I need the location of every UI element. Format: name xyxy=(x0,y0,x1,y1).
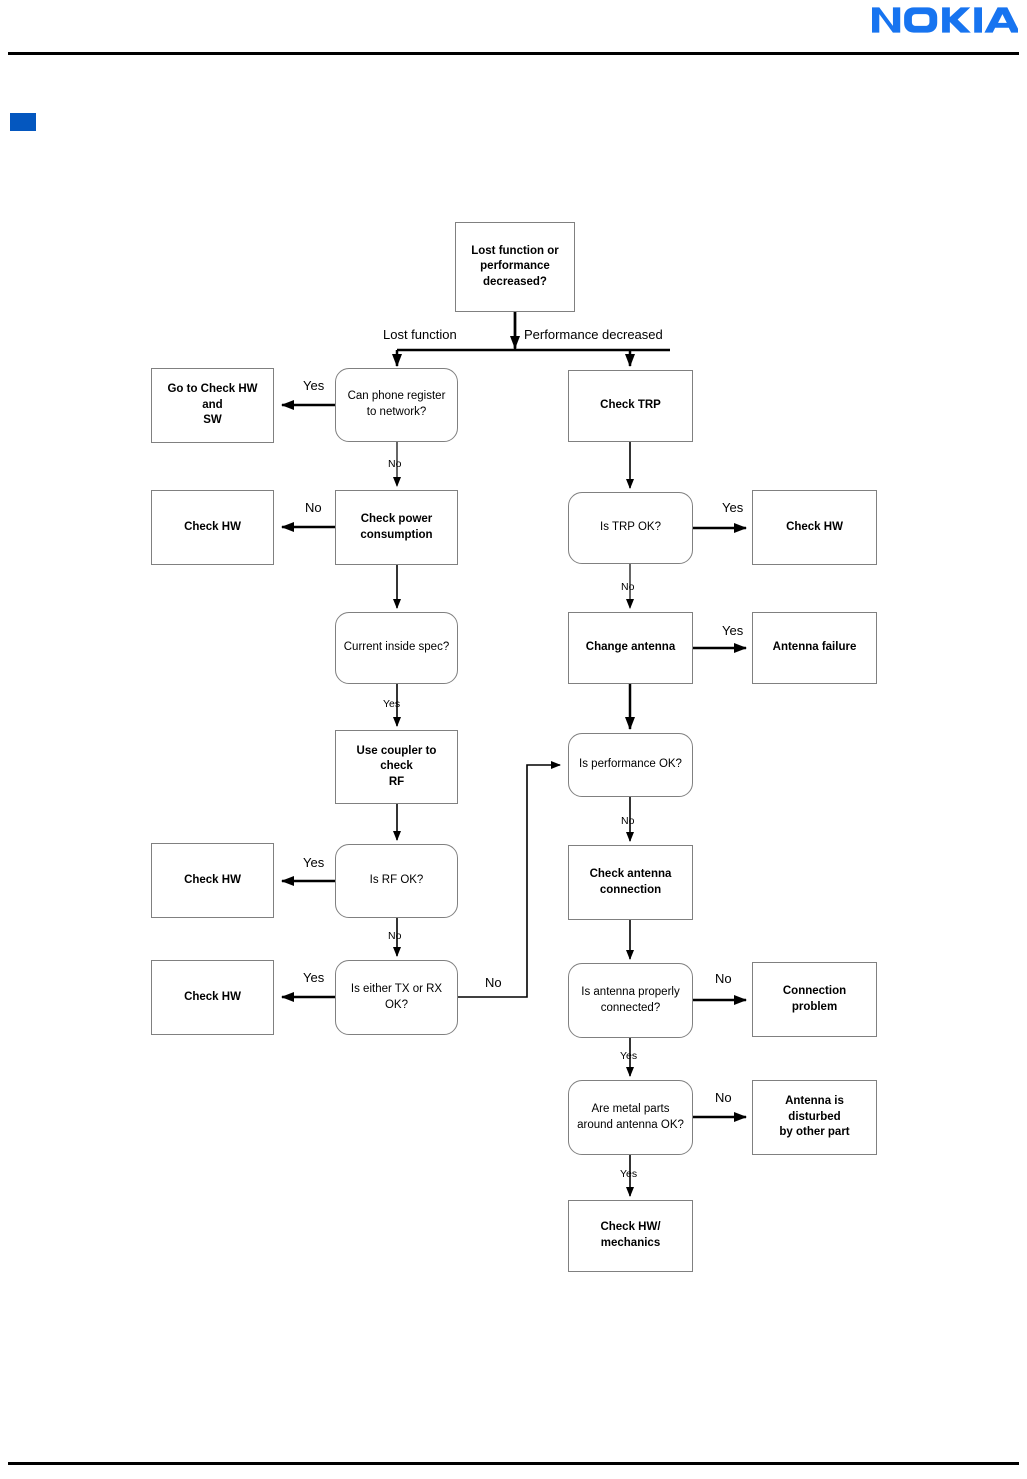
flow-node-check_ant_cx: Check antenna connection xyxy=(568,845,693,920)
flow-node-label: Is TRP OK? xyxy=(600,521,661,534)
flow-node-label: Antenna failure xyxy=(772,641,857,654)
flow-node-cx_problem: Connection problem xyxy=(752,962,877,1037)
flow-node-goto_hw_sw: Go to Check HW and SW xyxy=(151,368,274,443)
flow-node-perf_ok: Is performance OK? xyxy=(568,733,693,797)
flow-node-label: Go to Check HW and SW xyxy=(167,383,258,427)
edge-label-performance-decreased: Performance decreased xyxy=(524,327,663,342)
flow-node-check_hw_3: Check HW xyxy=(151,843,274,918)
edge-label-no-ant-connected: No xyxy=(715,971,732,986)
edge-label-no-rf: No xyxy=(388,930,402,942)
nokia-logo xyxy=(872,6,1020,34)
flow-node-check_hw_4: Check HW xyxy=(151,960,274,1035)
flow-node-is_rf_ok: Is RF OK? xyxy=(335,844,458,918)
flow-node-label: Connection problem xyxy=(782,984,847,1013)
flow-node-check_hw_mech: Check HW/ mechanics xyxy=(568,1200,693,1272)
flow-node-label: Check HW xyxy=(184,873,241,886)
flow-node-current_spec: Current inside spec? xyxy=(335,612,458,684)
flow-node-change_ant: Change antenna xyxy=(568,612,693,684)
edge-label-yes-metal-parts: Yes xyxy=(620,1168,638,1180)
flow-node-check_power: Check power consumption xyxy=(335,490,458,565)
flow-node-label: Current inside spec? xyxy=(343,641,450,654)
flow-node-tx_or_rx: Is either TX or RX OK? xyxy=(335,960,458,1035)
flow-node-use_coupler: Use coupler to check RF xyxy=(335,730,458,804)
edge-label-lost-function: Lost function xyxy=(383,327,457,342)
flow-node-ant_connected: Is antenna properly connected? xyxy=(568,963,693,1038)
flow-node-label: Are metal parts around antenna OK? xyxy=(577,1102,684,1131)
flow-node-label: Lost function or performance decreased? xyxy=(471,244,559,288)
flow-node-label: Change antenna xyxy=(585,641,676,654)
flow-node-label: Is performance OK? xyxy=(579,758,682,771)
flow-node-label: Check HW xyxy=(184,990,241,1003)
footer-divider xyxy=(8,1462,1019,1465)
flow-node-label: Check HW xyxy=(786,520,843,533)
edge-label-yes-change-antenna: Yes xyxy=(722,623,744,638)
flow-node-check_hw_1: Check HW xyxy=(151,490,274,565)
flow-node-check_hw_2: Check HW xyxy=(752,490,877,565)
flow-node-check_trp: Check TRP xyxy=(568,370,693,442)
edge-label-yes-ant-connected: Yes xyxy=(620,1050,638,1062)
edge-label-no-metal-parts: No xyxy=(715,1090,732,1105)
flow-node-label: Check power consumption xyxy=(360,512,433,541)
edge-label-yes-current-spec: Yes xyxy=(383,698,401,710)
flow-node-can_register: Can phone register to network? xyxy=(335,368,458,442)
flow-node-label: Can phone register to network? xyxy=(347,390,446,418)
edge-label-no-register: No xyxy=(388,458,402,470)
flow-node-label: Is RF OK? xyxy=(369,874,424,887)
edge-label-no-performance: No xyxy=(621,815,635,827)
flow-node-start: Lost function or performance decreased? xyxy=(455,222,575,312)
flow-node-label: Check HW/ mechanics xyxy=(600,1221,661,1249)
edge-label-yes-rf: Yes xyxy=(303,855,325,870)
edge-label-no-trp: No xyxy=(621,581,635,593)
edge-label-yes-trp: Yes xyxy=(722,500,744,515)
edge-label-no-power: No xyxy=(305,500,322,515)
edge-label-no-txrx: No xyxy=(485,975,502,990)
flow-node-label: Check TRP xyxy=(600,399,661,412)
flow-node-label: Use coupler to check RF xyxy=(356,744,437,788)
flow-node-label: Is either TX or RX OK? xyxy=(350,982,443,1011)
flow-node-label: Check HW xyxy=(184,520,241,533)
flow-node-ant_failure: Antenna failure xyxy=(752,612,877,684)
flow-node-label: Check antenna connection xyxy=(589,867,672,896)
flow-node-metal_parts: Are metal parts around antenna OK? xyxy=(568,1080,693,1155)
flow-node-label: Is antenna properly connected? xyxy=(581,985,680,1014)
flow-node-label: Antenna is disturbed by other part xyxy=(779,1095,850,1139)
flow-node-ant_disturb: Antenna is disturbed by other part xyxy=(752,1080,877,1155)
section-marker xyxy=(10,113,36,131)
flow-node-is_trp_ok: Is TRP OK? xyxy=(568,492,693,564)
edge-label-yes-txrx: Yes xyxy=(303,970,325,985)
header-divider xyxy=(8,52,1019,55)
edge-label-yes-register: Yes xyxy=(303,378,325,393)
